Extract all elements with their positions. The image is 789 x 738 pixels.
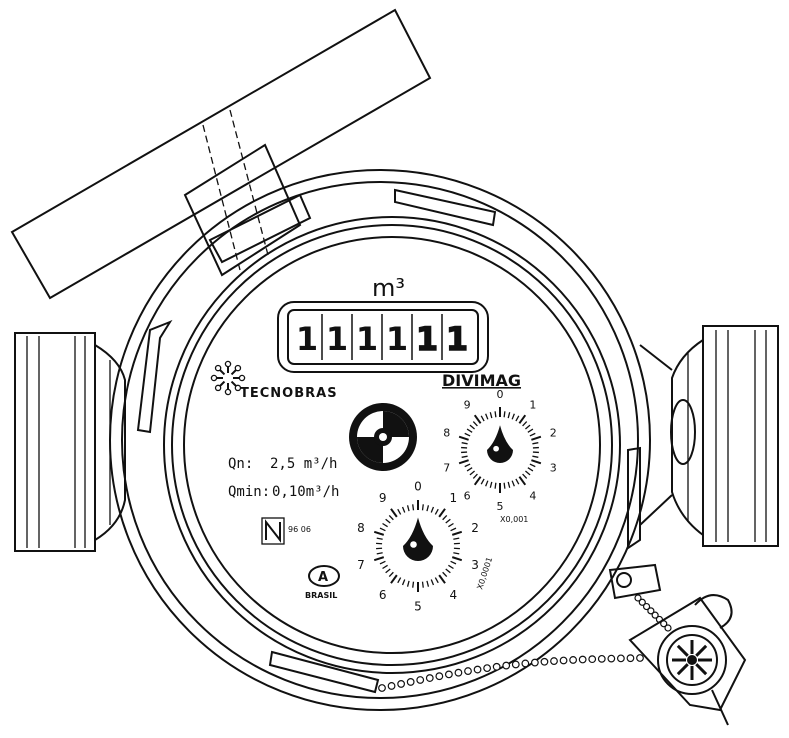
dial-pointer-icon xyxy=(487,425,513,463)
dial-number: 7 xyxy=(443,461,450,474)
odometer-digit: 1 xyxy=(386,320,408,358)
odometer-digit: 1 xyxy=(356,320,378,358)
dial-pointer-icon xyxy=(403,518,433,562)
seal-wheel-icon xyxy=(672,640,712,680)
cert-mark: A xyxy=(318,570,328,585)
right-pipe-connector xyxy=(640,326,778,546)
odometer-digit: 1 xyxy=(446,320,468,358)
dial-number: 6 xyxy=(379,588,387,602)
brand-left-text: TECNOBRAS xyxy=(240,386,338,401)
odometer-digit: 1 xyxy=(296,320,318,358)
qn-label: Qn: xyxy=(228,456,253,472)
dial-number: 2 xyxy=(471,521,479,535)
dial-number: 7 xyxy=(357,558,365,572)
dial-number: 5 xyxy=(414,599,422,613)
country-label: BRASIL xyxy=(305,591,337,600)
dial-number: 6 xyxy=(464,489,471,502)
qn-value: 2,5 m³/h xyxy=(270,456,337,472)
dial-x0001: 0 1 2 3 4 5 6 7 8 9X0,001 xyxy=(443,388,557,524)
meter-lid xyxy=(12,10,430,298)
dial-number: 9 xyxy=(379,491,387,505)
dial-number: 8 xyxy=(443,427,450,440)
dial-number: 1 xyxy=(449,491,457,505)
certification-seal: A BRASIL xyxy=(305,566,339,600)
dial-number: 1 xyxy=(529,399,536,412)
flow-specs: Qn: 2,5 m³/h Qmin: 0,10m³/h xyxy=(228,456,339,500)
dial-number: 4 xyxy=(449,588,457,602)
odometer-digit: 1 xyxy=(326,320,348,358)
qmin-label: Qmin: xyxy=(228,484,270,500)
star-wheel-indicator xyxy=(349,403,417,471)
security-seal-tag xyxy=(630,595,745,725)
approval-code: 96 06 xyxy=(288,525,311,534)
dial-number: 3 xyxy=(471,558,479,572)
dial-number: 2 xyxy=(550,427,557,440)
odometer-digit: 1 xyxy=(416,320,438,358)
qmin-value: 0,10m³/h xyxy=(272,484,339,500)
unit-label: m³ xyxy=(372,274,405,302)
brand-right-text: DIVIMAG xyxy=(442,371,521,390)
brand-logo-left: TECNOBRAS xyxy=(211,361,337,401)
dial-number: 4 xyxy=(529,489,536,502)
dial-number: 8 xyxy=(357,521,365,535)
dial-number: 3 xyxy=(550,461,557,474)
left-pipe-connector xyxy=(15,333,125,551)
dial-number: 9 xyxy=(464,399,471,412)
dial-multiplier: X0,001 xyxy=(500,515,528,524)
approval-mark: 96 06 xyxy=(262,518,311,544)
dial-number: 0 xyxy=(414,479,422,493)
dial-number: 5 xyxy=(497,500,504,513)
dial-number: 0 xyxy=(497,388,504,401)
